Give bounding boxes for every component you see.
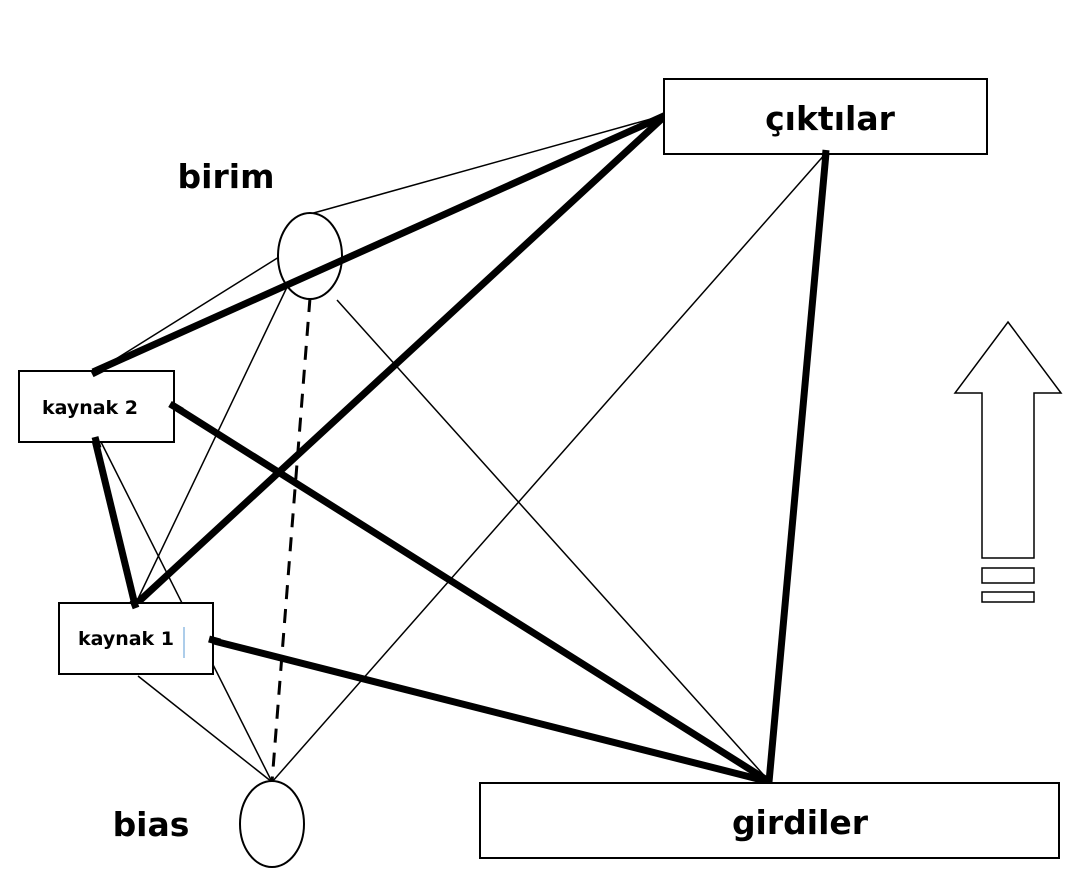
edge-source2-bottom-stub — [91, 436, 102, 449]
edge-source2-unit — [94, 256, 280, 373]
source2-node: kaynak 2 — [18, 370, 175, 443]
edge-source1-top-stub — [129, 598, 140, 610]
outputs-label: çıktılar — [765, 99, 895, 138]
outputs-node: çıktılar — [663, 78, 988, 155]
unit-node — [277, 212, 343, 300]
edge-source2-outputs — [91, 111, 668, 376]
edge-source2-inputs — [170, 402, 772, 785]
bias-node — [239, 780, 305, 868]
inputs-node: girdiler — [479, 782, 1060, 859]
source2-label: kaynak 2 — [42, 397, 138, 419]
edge-source1-inputs-stub — [208, 635, 221, 646]
edge-unit-source1 — [134, 284, 289, 606]
unit-label: birim — [178, 157, 275, 196]
edge-outputs-inputs-cap — [821, 149, 830, 161]
edge-unit-inputs — [336, 299, 771, 783]
edge-outputs-inputs — [765, 152, 830, 783]
inputs-label: girdiler — [732, 803, 869, 842]
thin-edges — [94, 114, 827, 783]
edge-source1-inputs — [209, 636, 771, 786]
edge-source2-inputs-stub — [168, 400, 184, 415]
edge-unit-bias-dashed — [270, 297, 312, 783]
edge-source2-top-stub — [90, 365, 104, 378]
edge-outputs-bias — [271, 152, 827, 783]
thick-edges — [91, 111, 830, 786]
edge-unit-outputs — [309, 114, 666, 215]
source1-label: kaynak 1 — [78, 628, 174, 650]
up-arrow-icon — [953, 320, 1063, 603]
edge-source1-bias — [137, 675, 273, 783]
edge-source1-outputs — [132, 112, 669, 608]
edge-source2-source1 — [91, 439, 139, 606]
source1-node: kaynak 1 — [58, 602, 214, 675]
bias-label: bias — [113, 805, 190, 844]
